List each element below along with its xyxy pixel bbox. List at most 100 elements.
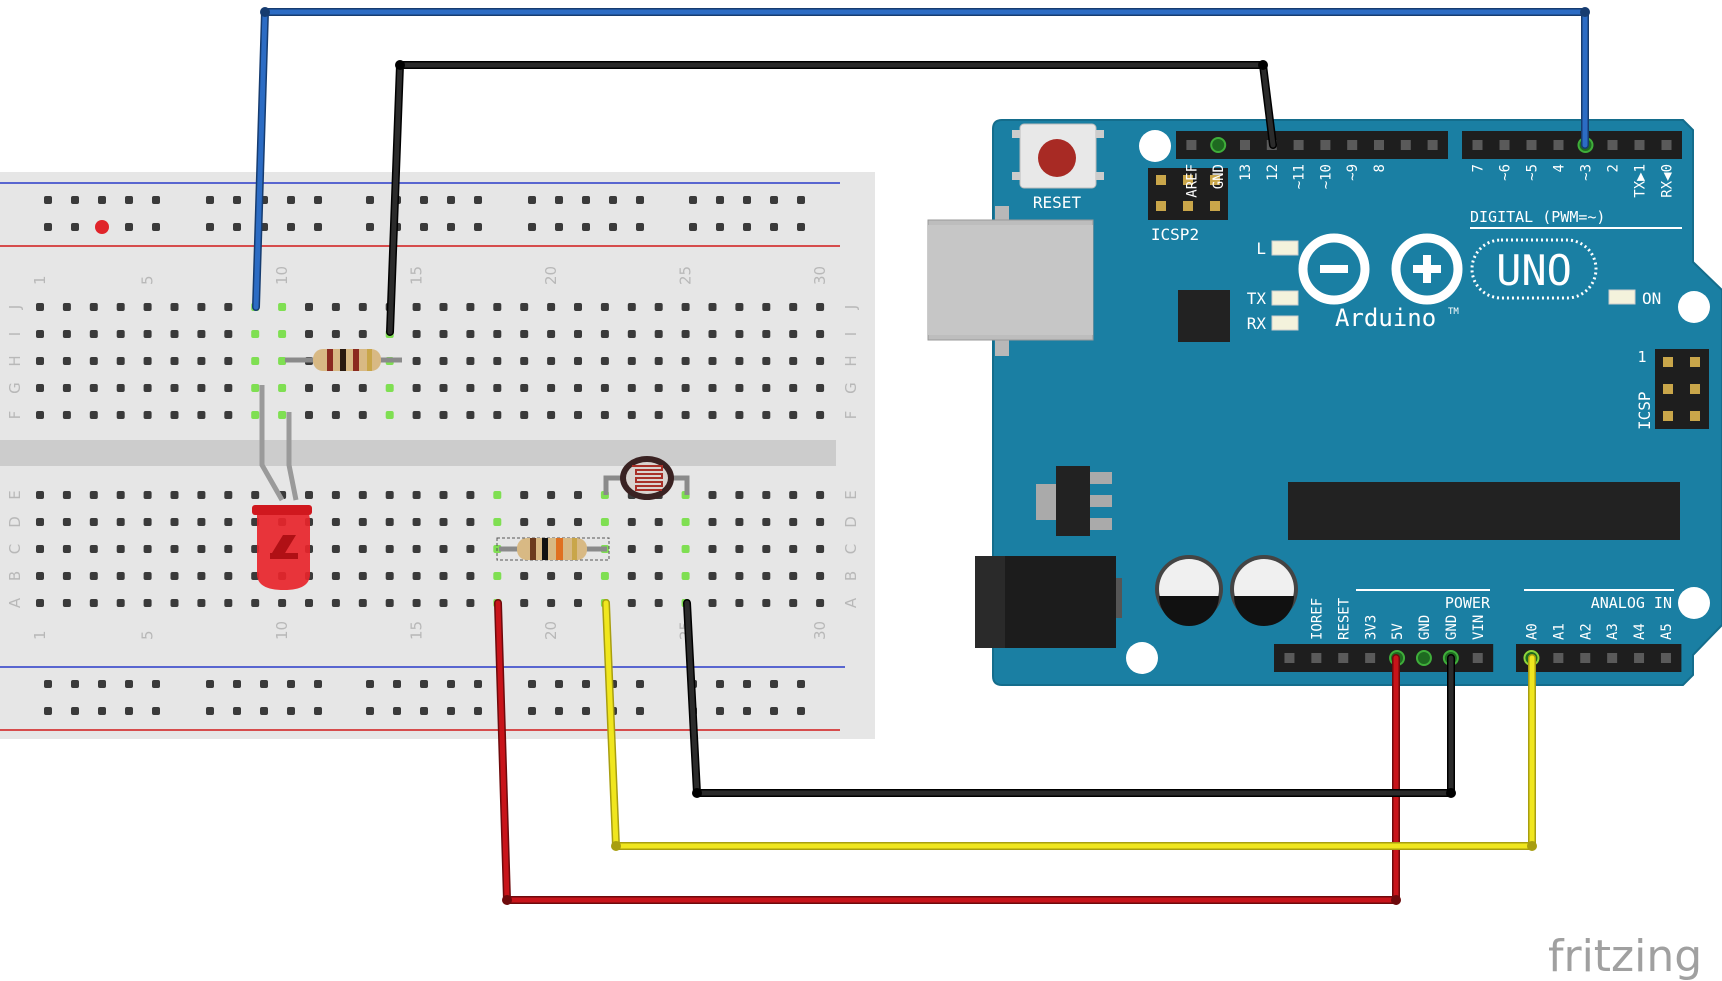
breadboard-hole bbox=[627, 357, 636, 365]
rail-hole bbox=[206, 707, 214, 715]
header-pin[interactable] bbox=[1472, 653, 1483, 663]
rail-hole bbox=[314, 223, 322, 231]
reset-button[interactable] bbox=[1012, 123, 1104, 189]
breadboard-hole bbox=[385, 518, 394, 526]
header-pin[interactable] bbox=[1374, 140, 1384, 150]
breadboard-hole bbox=[816, 357, 825, 365]
breadboard-hole bbox=[224, 599, 233, 607]
rail-hole bbox=[366, 707, 374, 715]
header-pin[interactable] bbox=[1663, 411, 1673, 421]
header-pin[interactable] bbox=[1634, 653, 1645, 663]
breadboard-hole bbox=[520, 330, 529, 338]
header-pin[interactable] bbox=[1663, 384, 1673, 394]
breadboard-column-number: 25 bbox=[677, 266, 695, 285]
breadboard-hole bbox=[600, 411, 609, 419]
header-pin[interactable] bbox=[1320, 140, 1331, 150]
breadboard-hole bbox=[224, 518, 233, 526]
header-pin[interactable] bbox=[1400, 140, 1411, 150]
header-pin[interactable] bbox=[1365, 653, 1376, 663]
wire-black[interactable] bbox=[386, 61, 1277, 336]
header-pin[interactable] bbox=[1183, 175, 1193, 185]
wire-black[interactable] bbox=[683, 599, 1455, 797]
header-pin[interactable] bbox=[1634, 140, 1645, 150]
header-pin[interactable] bbox=[1690, 411, 1700, 421]
rail-hole bbox=[689, 223, 697, 231]
rail-hole bbox=[233, 680, 241, 688]
header-pin[interactable] bbox=[1607, 653, 1618, 663]
rail-hole bbox=[125, 680, 133, 688]
wire-red[interactable] bbox=[494, 599, 1400, 904]
breadboard-column-number: 1 bbox=[31, 275, 49, 285]
analog-header bbox=[1516, 644, 1682, 672]
header-pin[interactable] bbox=[1156, 201, 1166, 211]
breadboard-hole bbox=[62, 384, 71, 392]
photoresistor[interactable] bbox=[603, 456, 690, 500]
rail-hole bbox=[314, 680, 322, 688]
rail-hole bbox=[474, 680, 482, 688]
breadboard-hole bbox=[547, 303, 556, 311]
led[interactable] bbox=[252, 385, 312, 590]
rail-hole bbox=[71, 680, 79, 688]
wire-yellow[interactable] bbox=[602, 599, 1536, 850]
header-pin[interactable] bbox=[1427, 140, 1438, 150]
header-pin[interactable] bbox=[1183, 201, 1193, 211]
capacitor bbox=[1230, 555, 1298, 626]
header-pin[interactable] bbox=[1660, 653, 1671, 663]
breadboard-hole bbox=[681, 303, 690, 311]
header-pin[interactable] bbox=[1210, 201, 1220, 211]
breadboard-hole bbox=[654, 330, 663, 338]
header-pin[interactable] bbox=[1607, 140, 1618, 150]
header-pin[interactable] bbox=[1210, 175, 1220, 185]
header-pin[interactable] bbox=[1156, 175, 1166, 185]
header-pin[interactable] bbox=[1472, 140, 1483, 150]
breadboard-hole bbox=[762, 411, 771, 419]
wire-end-dot bbox=[1580, 7, 1590, 17]
header-pin[interactable] bbox=[1690, 384, 1700, 394]
rail-hole bbox=[447, 196, 455, 204]
breadboard-hole bbox=[331, 572, 340, 580]
breadboard-hole bbox=[816, 330, 825, 338]
rail-hole bbox=[582, 196, 590, 204]
header-pin[interactable] bbox=[1311, 653, 1322, 663]
header-pin[interactable] bbox=[1663, 357, 1673, 367]
breadboard-hole bbox=[708, 411, 717, 419]
resistor[interactable] bbox=[496, 537, 610, 561]
header-pin[interactable] bbox=[1553, 140, 1564, 150]
header-pin[interactable] bbox=[1526, 140, 1537, 150]
breadboard-hole bbox=[547, 599, 556, 607]
header-pin[interactable] bbox=[1553, 653, 1564, 663]
header-pin[interactable] bbox=[1186, 140, 1197, 150]
breadboard-hole bbox=[331, 545, 340, 553]
breadboard-row-letter: J bbox=[6, 305, 24, 310]
resistor[interactable] bbox=[285, 349, 402, 371]
header-pin[interactable] bbox=[1338, 653, 1349, 663]
breadboard-hole bbox=[816, 384, 825, 392]
header-pin[interactable] bbox=[1347, 140, 1358, 150]
header-pin[interactable] bbox=[1580, 653, 1591, 663]
usb-connector bbox=[927, 206, 1094, 356]
breadboard-hole bbox=[439, 572, 448, 580]
header-pin[interactable] bbox=[1661, 140, 1672, 150]
rail-hole bbox=[44, 196, 52, 204]
breadboard-hole bbox=[224, 303, 233, 311]
icsp2-header bbox=[1148, 168, 1228, 220]
rail-hole bbox=[44, 223, 52, 231]
breadboard-hole bbox=[143, 330, 152, 338]
rail-hole bbox=[420, 680, 428, 688]
header-pin[interactable] bbox=[1499, 140, 1510, 150]
rail-hole bbox=[233, 196, 241, 204]
header-pin[interactable] bbox=[1293, 140, 1304, 150]
header-pin[interactable] bbox=[1284, 653, 1295, 663]
breadboard-hole bbox=[331, 491, 340, 499]
breadboard-hole bbox=[224, 411, 233, 419]
breadboard-hole bbox=[439, 411, 448, 419]
header-pin[interactable] bbox=[1690, 357, 1700, 367]
wire-blue[interactable] bbox=[252, 8, 1589, 311]
breadboard-hole bbox=[197, 384, 206, 392]
breadboard-hole bbox=[116, 545, 125, 553]
breadboard-hole bbox=[143, 545, 152, 553]
mounting-hole bbox=[1678, 291, 1710, 323]
header-pin[interactable] bbox=[1240, 140, 1250, 150]
